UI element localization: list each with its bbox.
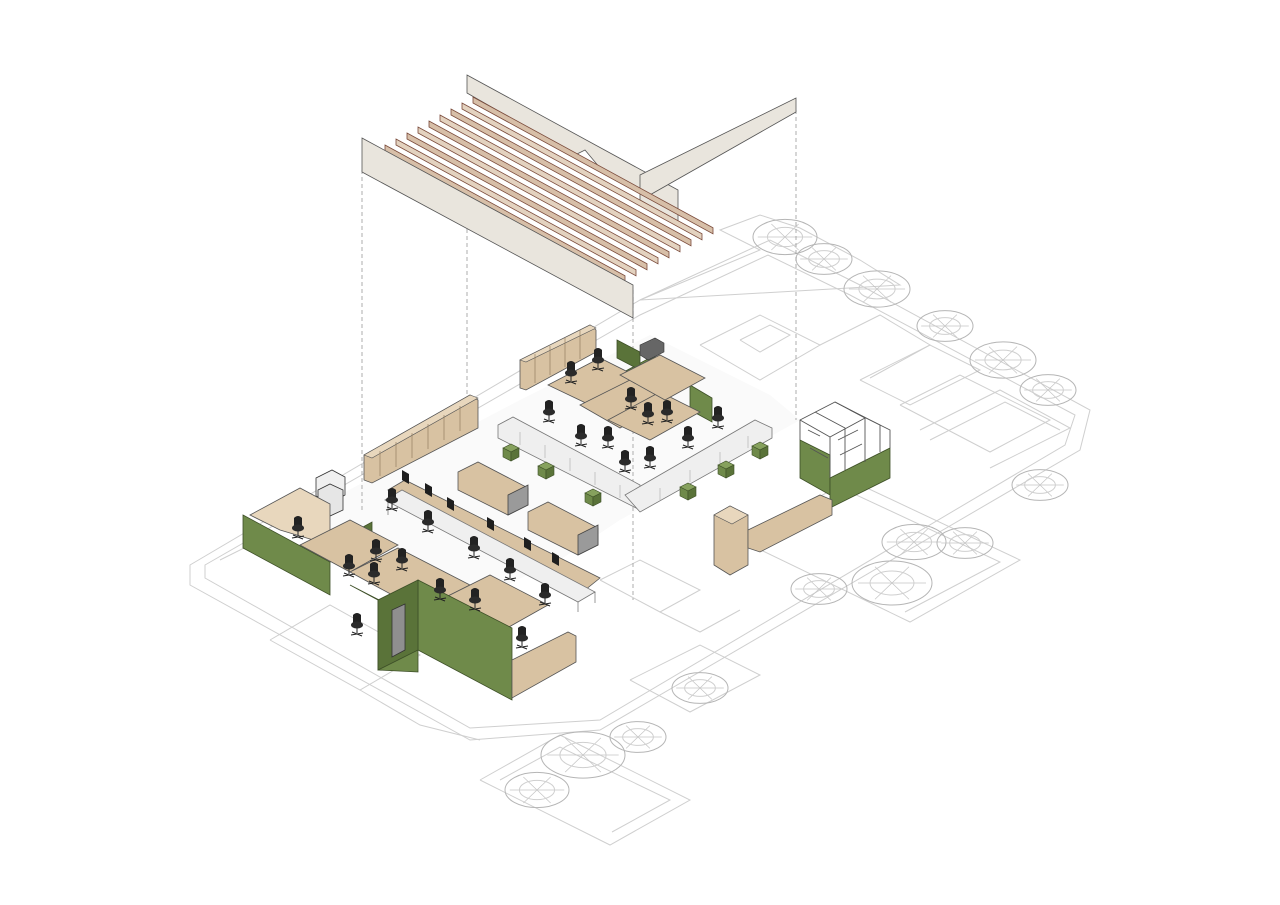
tree-canopy-icon (851, 560, 933, 606)
office-chair-icon (503, 558, 517, 582)
office-chair-icon (601, 426, 615, 450)
ceiling-slat (428, 120, 670, 259)
greenhouse-green-wall-2 (829, 447, 891, 509)
office-chair-icon (350, 613, 364, 637)
office-chair-icon (591, 348, 605, 372)
office-chair-icon (468, 588, 482, 612)
desk-north-3 (607, 391, 701, 441)
door (391, 603, 406, 658)
office-chair-icon (367, 562, 381, 586)
monitor-icon (447, 497, 454, 511)
monitor-group (402, 470, 559, 566)
ceiling-slat (395, 138, 637, 277)
office-chair-icon (624, 387, 638, 411)
office-chair-icon (395, 548, 409, 572)
office-chair-icon (574, 424, 588, 448)
tree-canopy-icon (916, 310, 974, 342)
ceiling-slat (472, 96, 714, 235)
office-chair-icon (515, 626, 529, 650)
desk-north-4 (619, 354, 706, 401)
planter-icon (717, 460, 735, 479)
ceiling-front-panel (361, 137, 634, 319)
office-chair-icon (385, 488, 399, 512)
tree-group (504, 218, 1077, 809)
tree-canopy-icon (1011, 469, 1069, 501)
planter-group (502, 441, 769, 507)
ceiling-slat (406, 132, 648, 271)
floor-plan-outline (189, 214, 1091, 846)
wood-panel-west (249, 487, 331, 546)
greenhouse-green-wall-1 (799, 439, 831, 496)
monitor-icon (402, 470, 409, 484)
tree-canopy-icon (540, 731, 626, 779)
office-chair-icon (369, 539, 383, 563)
storage-cabinet-north-top (519, 324, 597, 363)
monitor-icon (552, 552, 559, 566)
storage-cabinet-west-top (363, 394, 479, 459)
planter-icon (679, 482, 697, 501)
grey-cabinet-2-end (577, 524, 599, 556)
office-chair-icon (542, 400, 556, 424)
grey-cabinet-1-end (507, 484, 529, 516)
office-chair-icon (564, 361, 578, 385)
tree-canopy-icon (881, 523, 947, 561)
tree-canopy-icon (752, 218, 818, 256)
counter-north-east (624, 419, 773, 513)
chair-group (291, 348, 725, 650)
projection-lines (361, 110, 797, 600)
planter-icon (502, 443, 520, 462)
ceiling-slat (461, 102, 703, 241)
tree-canopy-icon (1019, 374, 1077, 406)
printer-icon (639, 337, 665, 361)
workstation-area-west (242, 394, 601, 701)
tree-canopy-icon (936, 527, 994, 559)
ceiling-assembly (361, 74, 797, 319)
office-chair-icon (618, 450, 632, 474)
ceiling-slats (384, 96, 714, 283)
tree-canopy-icon (504, 771, 570, 809)
desk-west-1 (299, 519, 399, 573)
planter-icon (584, 488, 602, 507)
tree-canopy-icon (790, 573, 848, 605)
office-chair-icon (433, 578, 447, 602)
monitor-icon (487, 517, 494, 531)
tree-canopy-icon (795, 243, 853, 275)
wood-bench-south (511, 631, 577, 699)
greenhouse-frame (799, 401, 891, 478)
greenhouse-area (713, 401, 891, 576)
planter-icon (537, 461, 555, 480)
office-chair-icon (342, 554, 356, 578)
tall-cupboard-top (713, 505, 749, 525)
office-chair-icon (538, 583, 552, 607)
ceiling-slat (439, 114, 681, 253)
kitchen-bench (747, 494, 833, 553)
office-chair-icon (421, 510, 435, 534)
ceiling-slat (417, 126, 659, 265)
tree-canopy-icon (969, 341, 1037, 379)
monitor-icon (425, 483, 432, 497)
office-chair-icon (291, 516, 305, 540)
tree-canopy-icon (843, 270, 911, 308)
green-wall-west (242, 514, 331, 596)
office-chair-icon (643, 446, 657, 470)
office-chair-icon (660, 400, 674, 424)
office-chair-icon (467, 536, 481, 560)
tree-canopy-icon (609, 721, 667, 753)
office-chair-icon (641, 402, 655, 426)
desk-cluster-north (497, 324, 773, 513)
ceiling-side-strip (639, 97, 797, 197)
ceiling-slat (450, 108, 692, 247)
tree-canopy-icon (671, 672, 729, 704)
office-chair-icon (711, 406, 725, 430)
planter-icon (751, 441, 769, 460)
office-chair-icon (681, 426, 695, 450)
monitor-icon (524, 537, 531, 551)
